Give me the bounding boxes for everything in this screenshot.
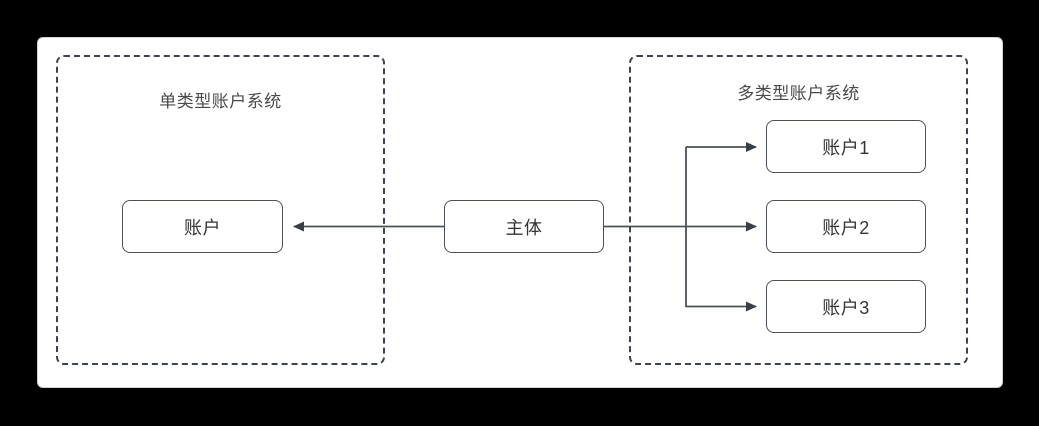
node-account-2[interactable]: 账户2 [766,200,926,253]
group-single-type-account-system: 单类型账户系统 [56,55,385,365]
node-account-1[interactable]: 账户1 [766,120,926,173]
group-single-type-title: 单类型账户系统 [159,92,282,111]
node-account[interactable]: 账户 [122,200,283,253]
group-multi-type-account-system: 多类型账户系统 [629,55,968,365]
node-subject[interactable]: 主体 [444,200,604,253]
group-multi-type-title: 多类型账户系统 [737,84,860,103]
node-account-3[interactable]: 账户3 [766,280,926,333]
